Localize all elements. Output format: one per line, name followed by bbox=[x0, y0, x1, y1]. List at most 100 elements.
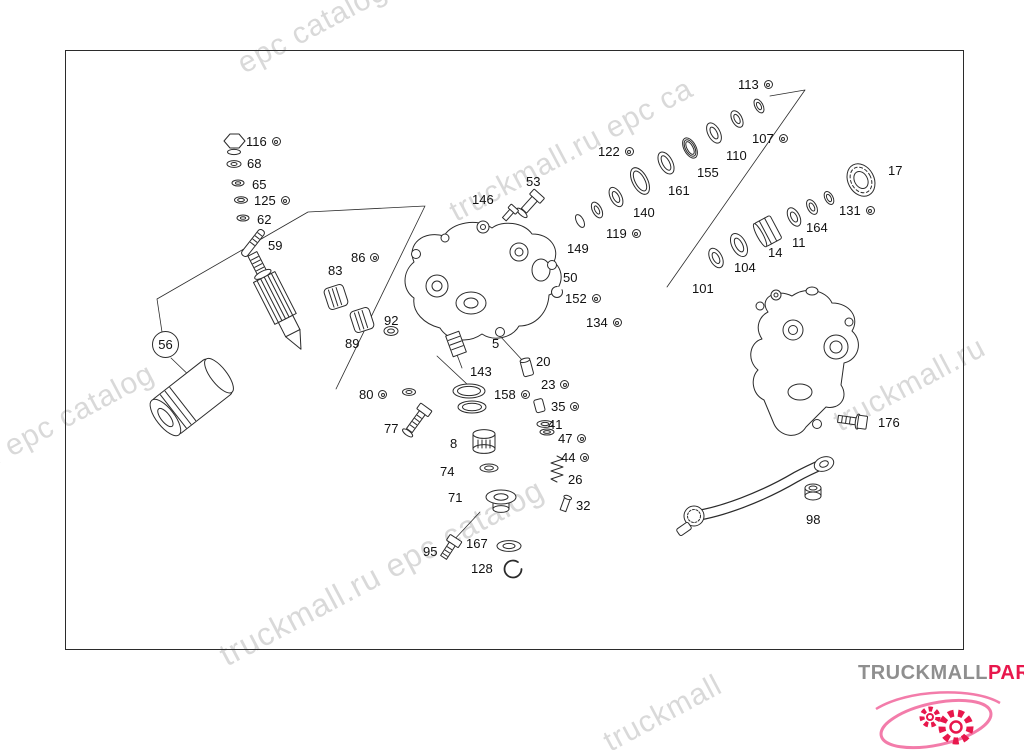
ring-part-icon bbox=[520, 390, 530, 399]
part-number-text: 125 bbox=[254, 193, 276, 208]
part-label-11: 11 bbox=[792, 235, 806, 250]
part-label-53: 53 bbox=[526, 174, 540, 189]
part-number-text: 77 bbox=[384, 421, 399, 436]
part-label-98: 98 bbox=[806, 512, 820, 527]
part-label-104: 104 bbox=[734, 260, 756, 275]
part-number-text: 158 bbox=[494, 387, 516, 402]
part-label-23: 23 bbox=[541, 377, 570, 392]
ring-part-icon bbox=[612, 318, 622, 327]
part-number-text: 143 bbox=[470, 364, 492, 379]
part-number-text: 134 bbox=[586, 315, 608, 330]
part-number-text: 164 bbox=[806, 220, 828, 235]
plug-98 bbox=[804, 483, 822, 501]
part-label-14: 14 bbox=[768, 245, 782, 260]
ring-part-icon bbox=[560, 380, 570, 389]
ring-part-icon bbox=[763, 80, 773, 89]
part-number-text: 155 bbox=[697, 165, 719, 180]
part-label-176: 176 bbox=[878, 415, 900, 430]
part-number-text: 50 bbox=[563, 270, 578, 285]
part-number-text: 35 bbox=[551, 399, 566, 414]
ring-part-icon bbox=[378, 390, 388, 399]
logo-gear-icon bbox=[875, 691, 1001, 750]
part-number-text: 68 bbox=[247, 156, 262, 171]
bolt-146 bbox=[501, 203, 519, 222]
diagram-border-frame bbox=[65, 50, 964, 650]
part-number-text: 59 bbox=[268, 238, 283, 253]
part-number-text: 152 bbox=[565, 291, 587, 306]
part-label-59: 59 bbox=[268, 238, 282, 253]
part-label-140: 140 bbox=[633, 205, 655, 220]
ring-part-icon bbox=[778, 134, 788, 143]
part-label-86: 86 bbox=[351, 250, 380, 265]
ring-part-icon bbox=[577, 434, 587, 443]
construction-lines bbox=[156, 89, 806, 543]
part-label-44: 44 bbox=[561, 450, 590, 465]
part-label-74: 74 bbox=[440, 464, 454, 479]
part-number-text: 8 bbox=[450, 436, 458, 451]
part-label-110: 110 bbox=[726, 148, 747, 163]
part-number-text: 26 bbox=[568, 472, 583, 487]
part-label-158: 158 bbox=[494, 387, 530, 402]
part-label-113: 113 bbox=[738, 77, 773, 92]
ring-part-icon bbox=[280, 196, 290, 205]
part-label-107: 107 bbox=[752, 131, 788, 146]
seal-kit-row-right bbox=[708, 191, 835, 269]
brand-logo: TRUCKMALLPARTS bbox=[858, 662, 1024, 750]
part-number-text: 176 bbox=[878, 415, 900, 430]
part-number-text: 119 bbox=[606, 226, 627, 241]
logo-text-parts: PARTS bbox=[988, 662, 1024, 684]
piston-assembly bbox=[149, 357, 234, 437]
part-number-text: 23 bbox=[541, 377, 556, 392]
ring-part-icon bbox=[580, 453, 590, 462]
part-label-5: 5 bbox=[492, 336, 499, 351]
pitman-arm bbox=[676, 456, 835, 537]
part-label-17: 17 bbox=[888, 163, 902, 178]
part-number-text: 98 bbox=[806, 512, 821, 527]
part-number-text: 113 bbox=[738, 77, 759, 92]
bushings-and-rings bbox=[323, 283, 416, 396]
part-number-text: 11 bbox=[792, 235, 806, 250]
part-number-text: 71 bbox=[448, 490, 463, 505]
part-number-text: 56 bbox=[158, 337, 173, 352]
part-label-56: 56 bbox=[152, 331, 179, 358]
ring-part-icon bbox=[865, 206, 875, 215]
part-label-131: 131 bbox=[839, 203, 875, 218]
part-number-text: 74 bbox=[440, 464, 455, 479]
bolt-176 bbox=[837, 413, 869, 430]
part-number-text: 128 bbox=[471, 561, 493, 576]
part-number-text: 14 bbox=[768, 245, 783, 260]
part-label-149: 149 bbox=[567, 241, 589, 256]
ring-part-icon bbox=[591, 294, 601, 303]
part-label-35: 35 bbox=[551, 399, 580, 414]
part-label-167: 167 bbox=[466, 536, 488, 551]
part-number-text: 161 bbox=[668, 183, 690, 198]
part-label-71: 71 bbox=[448, 490, 462, 505]
part-label-155: 155 bbox=[697, 165, 719, 180]
part-label-95: 95 bbox=[423, 544, 437, 559]
part-number-text: 44 bbox=[561, 450, 576, 465]
part-label-122: 122 bbox=[598, 144, 634, 159]
part-label-119: 119 bbox=[606, 226, 641, 241]
part-label-101: 101 bbox=[692, 281, 714, 296]
part-label-41: 41 bbox=[548, 417, 562, 432]
steering-gear-housing bbox=[404, 220, 562, 358]
part-number-text: 62 bbox=[257, 212, 272, 227]
part-number-text: 116 bbox=[246, 134, 267, 149]
ring-part-icon bbox=[631, 229, 641, 238]
bolt-53 bbox=[516, 188, 545, 219]
part-label-8: 8 bbox=[450, 436, 457, 451]
part-label-20: 20 bbox=[536, 354, 550, 369]
part-label-164: 164 bbox=[806, 220, 828, 235]
ring-part-icon bbox=[271, 137, 281, 146]
side-cover-housing bbox=[750, 286, 859, 436]
part-number-text: 83 bbox=[328, 263, 343, 278]
ring-part-icon bbox=[370, 253, 380, 262]
part-number-text: 20 bbox=[536, 354, 551, 369]
part-label-26: 26 bbox=[568, 472, 582, 487]
bolt-77 bbox=[402, 402, 433, 438]
part-number-text: 53 bbox=[526, 174, 541, 189]
part-label-134: 134 bbox=[586, 315, 622, 330]
part-label-80: 80 bbox=[359, 387, 388, 402]
